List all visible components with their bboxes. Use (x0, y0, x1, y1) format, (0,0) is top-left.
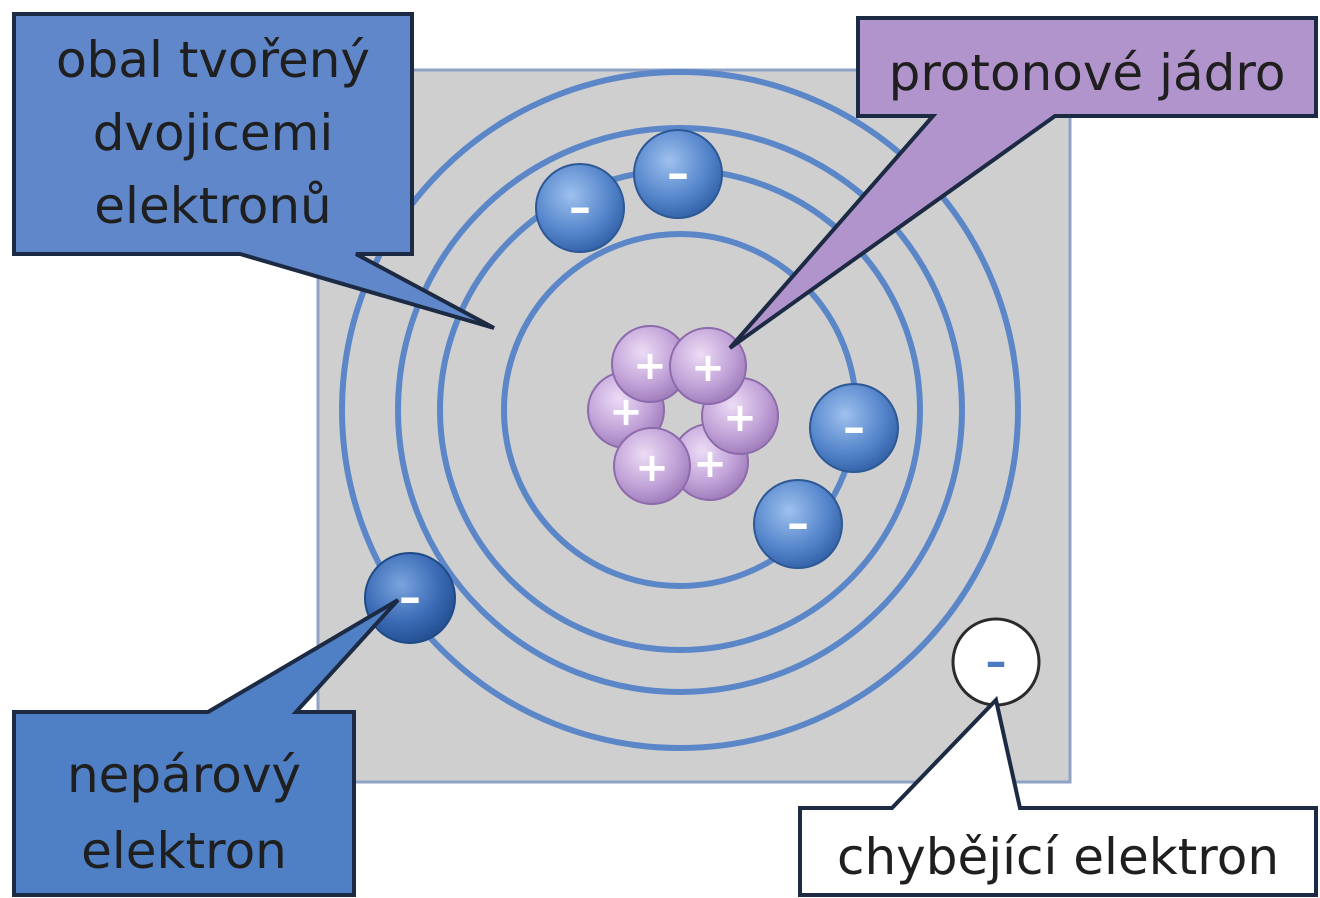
missing-callout-label: chybějící elektron (837, 828, 1279, 886)
electron: – (810, 384, 898, 472)
proton-sign: + (723, 395, 757, 441)
electron: – (536, 164, 624, 252)
shell-callout-line-1: obal tvořený (56, 31, 370, 89)
electron-sign: – (667, 148, 689, 199)
proton-sign: + (635, 445, 669, 491)
unpaired-electron: – (365, 553, 455, 643)
nucleus-callout-label: protonové jádro (889, 44, 1286, 102)
electron: – (634, 130, 722, 218)
electron-sign: – (986, 637, 1007, 686)
proton: + (614, 428, 690, 504)
electron-sign: – (399, 572, 421, 623)
electron: – (754, 480, 842, 568)
electron-sign: – (843, 402, 865, 453)
proton-sign: + (691, 345, 725, 391)
unpaired-callout: nepárový elektron (14, 600, 398, 895)
shell-callout-line-3: elektronů (94, 177, 331, 235)
electron-sign: – (787, 498, 809, 549)
unpaired-callout-line-2: elektron (81, 822, 287, 880)
electron-sign: – (569, 182, 591, 233)
missing-electron: – (953, 619, 1039, 705)
unpaired-callout-line-1: nepárový (67, 746, 301, 804)
shell-callout-line-2: dvojicemi (93, 104, 334, 162)
proton-sign: + (633, 343, 667, 389)
proton: + (670, 328, 746, 404)
